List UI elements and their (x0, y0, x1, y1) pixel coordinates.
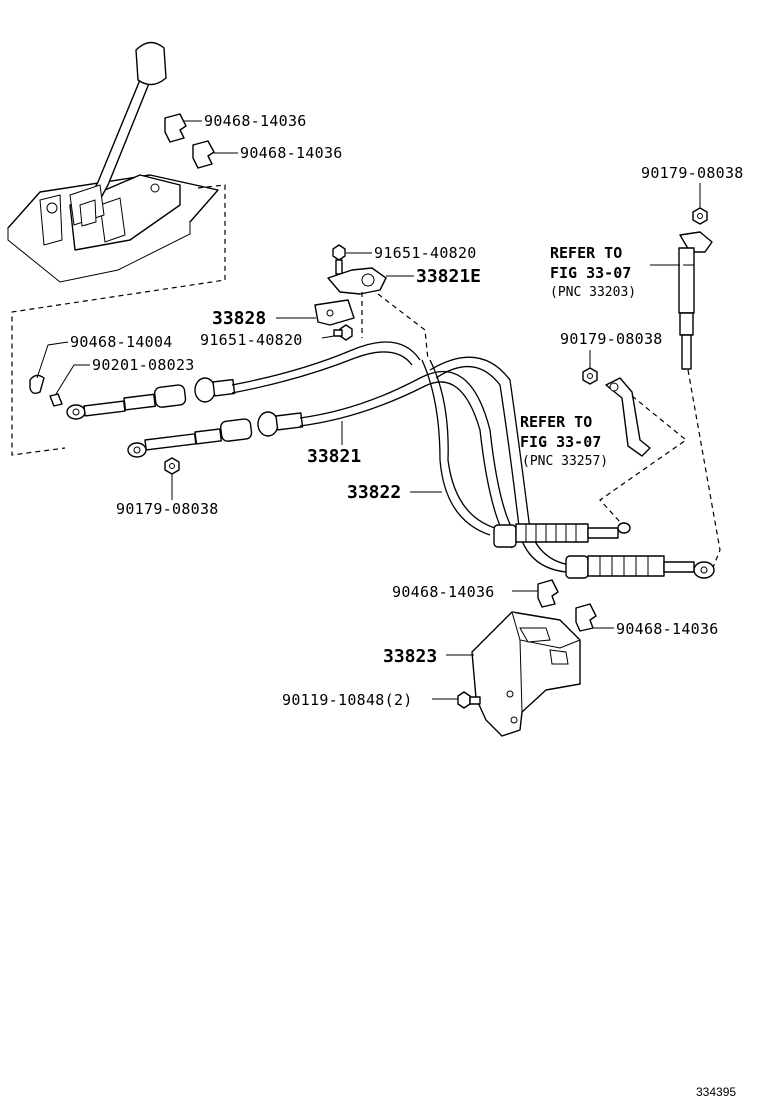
label-clip-bottom-right: 90468-14036 (616, 620, 719, 638)
label-bracket-33821e: 33821E (416, 266, 481, 287)
cable-33822-part[interactable] (421, 356, 715, 579)
label-cable-33822: 33822 (347, 482, 401, 503)
ref2-line2: FIG 33-07 (520, 433, 601, 451)
label-clip-top-1: 90468-14036 (204, 112, 307, 130)
label-clip-bottom-left: 90468-14036 (392, 583, 495, 601)
cable-33821-upper[interactable] (66, 341, 421, 420)
label-bolt-bottom: 90119-10848(2) (282, 691, 413, 709)
ref1-line1: REFER TO (550, 244, 622, 262)
label-bracket-33828: 33828 (212, 308, 266, 329)
label-clip-top-2: 90468-14036 (240, 144, 343, 162)
label-cable-33821: 33821 (307, 446, 361, 467)
link-arm-part[interactable] (605, 377, 651, 457)
bracket-33823-part[interactable] (471, 611, 581, 737)
shift-lever-assembly[interactable] (7, 41, 219, 283)
pin-left-part[interactable] (49, 393, 63, 407)
label-bolt-top: 91651-40820 (374, 244, 477, 262)
figure-id: 334395 (696, 1085, 736, 1099)
ref2-pnc: (PNC 33257) (522, 454, 608, 469)
clip-top-2-part[interactable] (192, 140, 215, 169)
label-nut-mid-right: 90179-08038 (560, 330, 663, 348)
bracket-33828-part[interactable] (314, 299, 355, 326)
clip-bottom-left-part[interactable] (537, 579, 559, 608)
shaft-right-part[interactable] (678, 231, 713, 370)
ref1-pnc: (PNC 33203) (550, 285, 636, 300)
nut-top-right-part[interactable] (692, 207, 708, 225)
dashed-leader-lever (11, 184, 226, 456)
label-bolt-mid: 91651-40820 (200, 331, 303, 349)
nut-bottom-left-part[interactable] (164, 457, 180, 475)
clip-top-1-part[interactable] (164, 113, 187, 143)
ref2-line1: REFER TO (520, 413, 592, 431)
cable-33821-lower[interactable] (127, 370, 521, 549)
bolt-bottom-part[interactable] (457, 691, 481, 709)
bolt-top-part[interactable] (332, 244, 346, 275)
label-clip-left: 90468-14004 (70, 333, 173, 351)
clip-bottom-right-part[interactable] (575, 603, 597, 632)
ref1-line2: FIG 33-07 (550, 264, 631, 282)
bolt-mid-part[interactable] (333, 324, 353, 341)
label-nut-bottom-left: 90179-08038 (116, 500, 219, 518)
bracket-33821e-part[interactable] (327, 267, 387, 295)
label-nut-top-right: 90179-08038 (641, 164, 744, 182)
label-pin-left: 90201-08023 (92, 356, 195, 374)
nut-mid-right-part[interactable] (582, 367, 598, 385)
clip-left-part[interactable] (29, 374, 45, 395)
label-bracket-33823: 33823 (383, 646, 437, 667)
